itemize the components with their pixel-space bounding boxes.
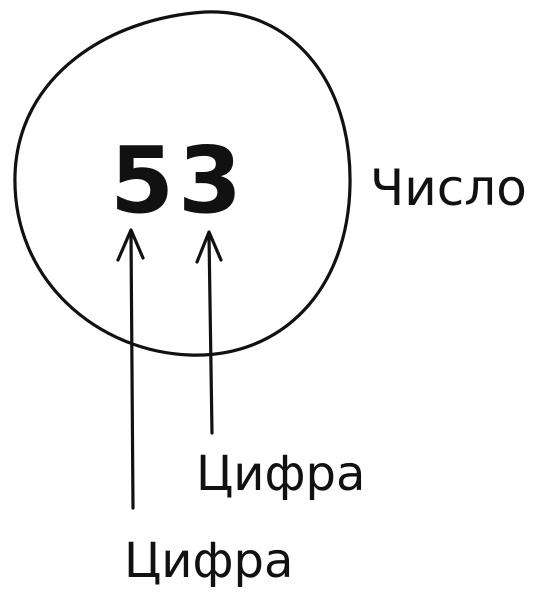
digit-label-right: Цифра	[196, 446, 365, 502]
right-arrow-head	[195, 230, 223, 264]
number-label: Число	[370, 159, 527, 217]
number-value: 53	[110, 127, 246, 234]
right-arrow-shaft	[207, 234, 214, 435]
digit-label-left: Цифра	[124, 533, 293, 589]
left-arrow-head	[116, 228, 145, 262]
number-circle	[13, 10, 352, 357]
left-arrow-shaft	[129, 231, 135, 510]
